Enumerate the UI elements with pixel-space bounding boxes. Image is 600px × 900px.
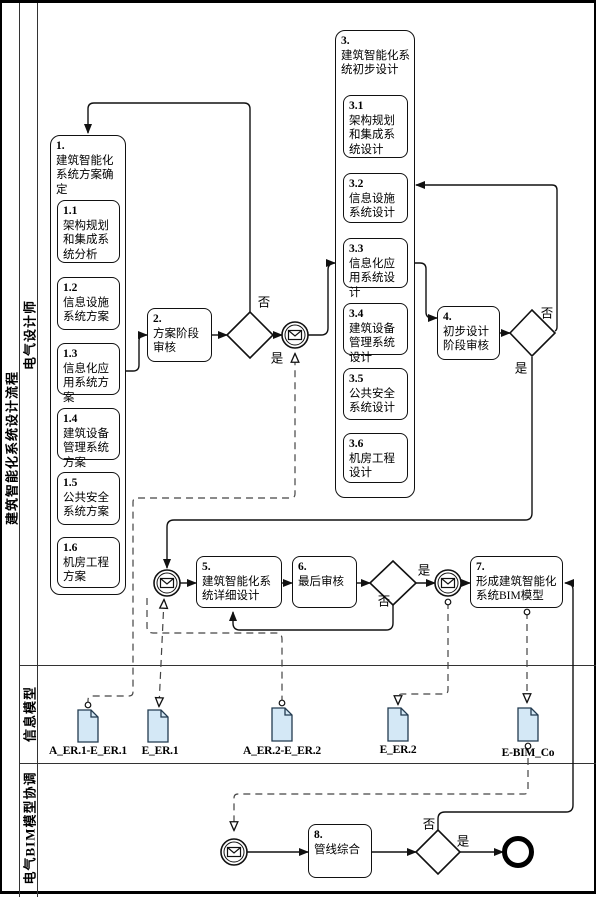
document-icon-aer1-eer1 bbox=[77, 709, 99, 743]
documents bbox=[77, 707, 539, 743]
document-icon-ebim-co bbox=[517, 707, 539, 742]
gateway-plan-review bbox=[225, 310, 275, 360]
task-2-plan-review: 2.方案阶段审核 bbox=[147, 308, 212, 362]
document-icon-aer2-eer2 bbox=[271, 707, 293, 742]
gateway2-no-label: 否 bbox=[540, 306, 554, 321]
end-event-icon bbox=[502, 836, 534, 868]
task-7-form-bim-model: 7.形成建筑智能化系统BIM模型 bbox=[470, 556, 563, 608]
message-flows bbox=[88, 354, 528, 830]
gateway3-yes-label: 是 bbox=[417, 563, 431, 578]
document-icon-eer1 bbox=[147, 709, 169, 743]
document-label-ebim-co: E-BIM_Co bbox=[501, 747, 555, 759]
gateway4-yes-label: 是 bbox=[456, 834, 470, 849]
task-4-preliminary-review: 4.初步设计阶段审核 bbox=[437, 306, 500, 360]
gateway3-no-label: 否 bbox=[377, 594, 391, 609]
gateways bbox=[225, 308, 557, 876]
message-event-icon-3 bbox=[434, 569, 462, 597]
document-label-eer1: E_ER.1 bbox=[141, 745, 179, 757]
task-8-pipeline-integration: 8.管线综合 bbox=[308, 824, 372, 878]
message-event-icon-4 bbox=[220, 838, 248, 866]
gateway1-yes-label: 是 bbox=[270, 351, 284, 366]
document-label-eer2: E_ER.2 bbox=[379, 744, 417, 756]
task-6-final-review: 6.最后审核 bbox=[292, 556, 357, 608]
document-label-aer1-eer1: A_ER.1-E_ER.1 bbox=[49, 745, 127, 757]
gateway4-no-label: 否 bbox=[422, 817, 436, 832]
message-event-icon-2 bbox=[153, 569, 181, 597]
gateway2-yes-label: 是 bbox=[514, 361, 528, 376]
lane-label-divider bbox=[37, 3, 38, 897]
document-icon-eer2 bbox=[387, 707, 409, 742]
gateway-pipeline-check bbox=[414, 828, 462, 876]
lane-divider-1 bbox=[20, 665, 596, 666]
gateway1-no-label: 否 bbox=[257, 295, 271, 310]
gateway-preliminary-review bbox=[508, 308, 557, 358]
message-event-icon-1 bbox=[281, 321, 309, 349]
gateway-final-review bbox=[368, 559, 418, 607]
pool-title-divider bbox=[19, 3, 20, 897]
document-label-aer2-eer2: A_ER.2-E_ER.2 bbox=[243, 745, 321, 757]
task-5-detailed-design: 5.建筑智能化系统详细设计 bbox=[196, 556, 282, 608]
